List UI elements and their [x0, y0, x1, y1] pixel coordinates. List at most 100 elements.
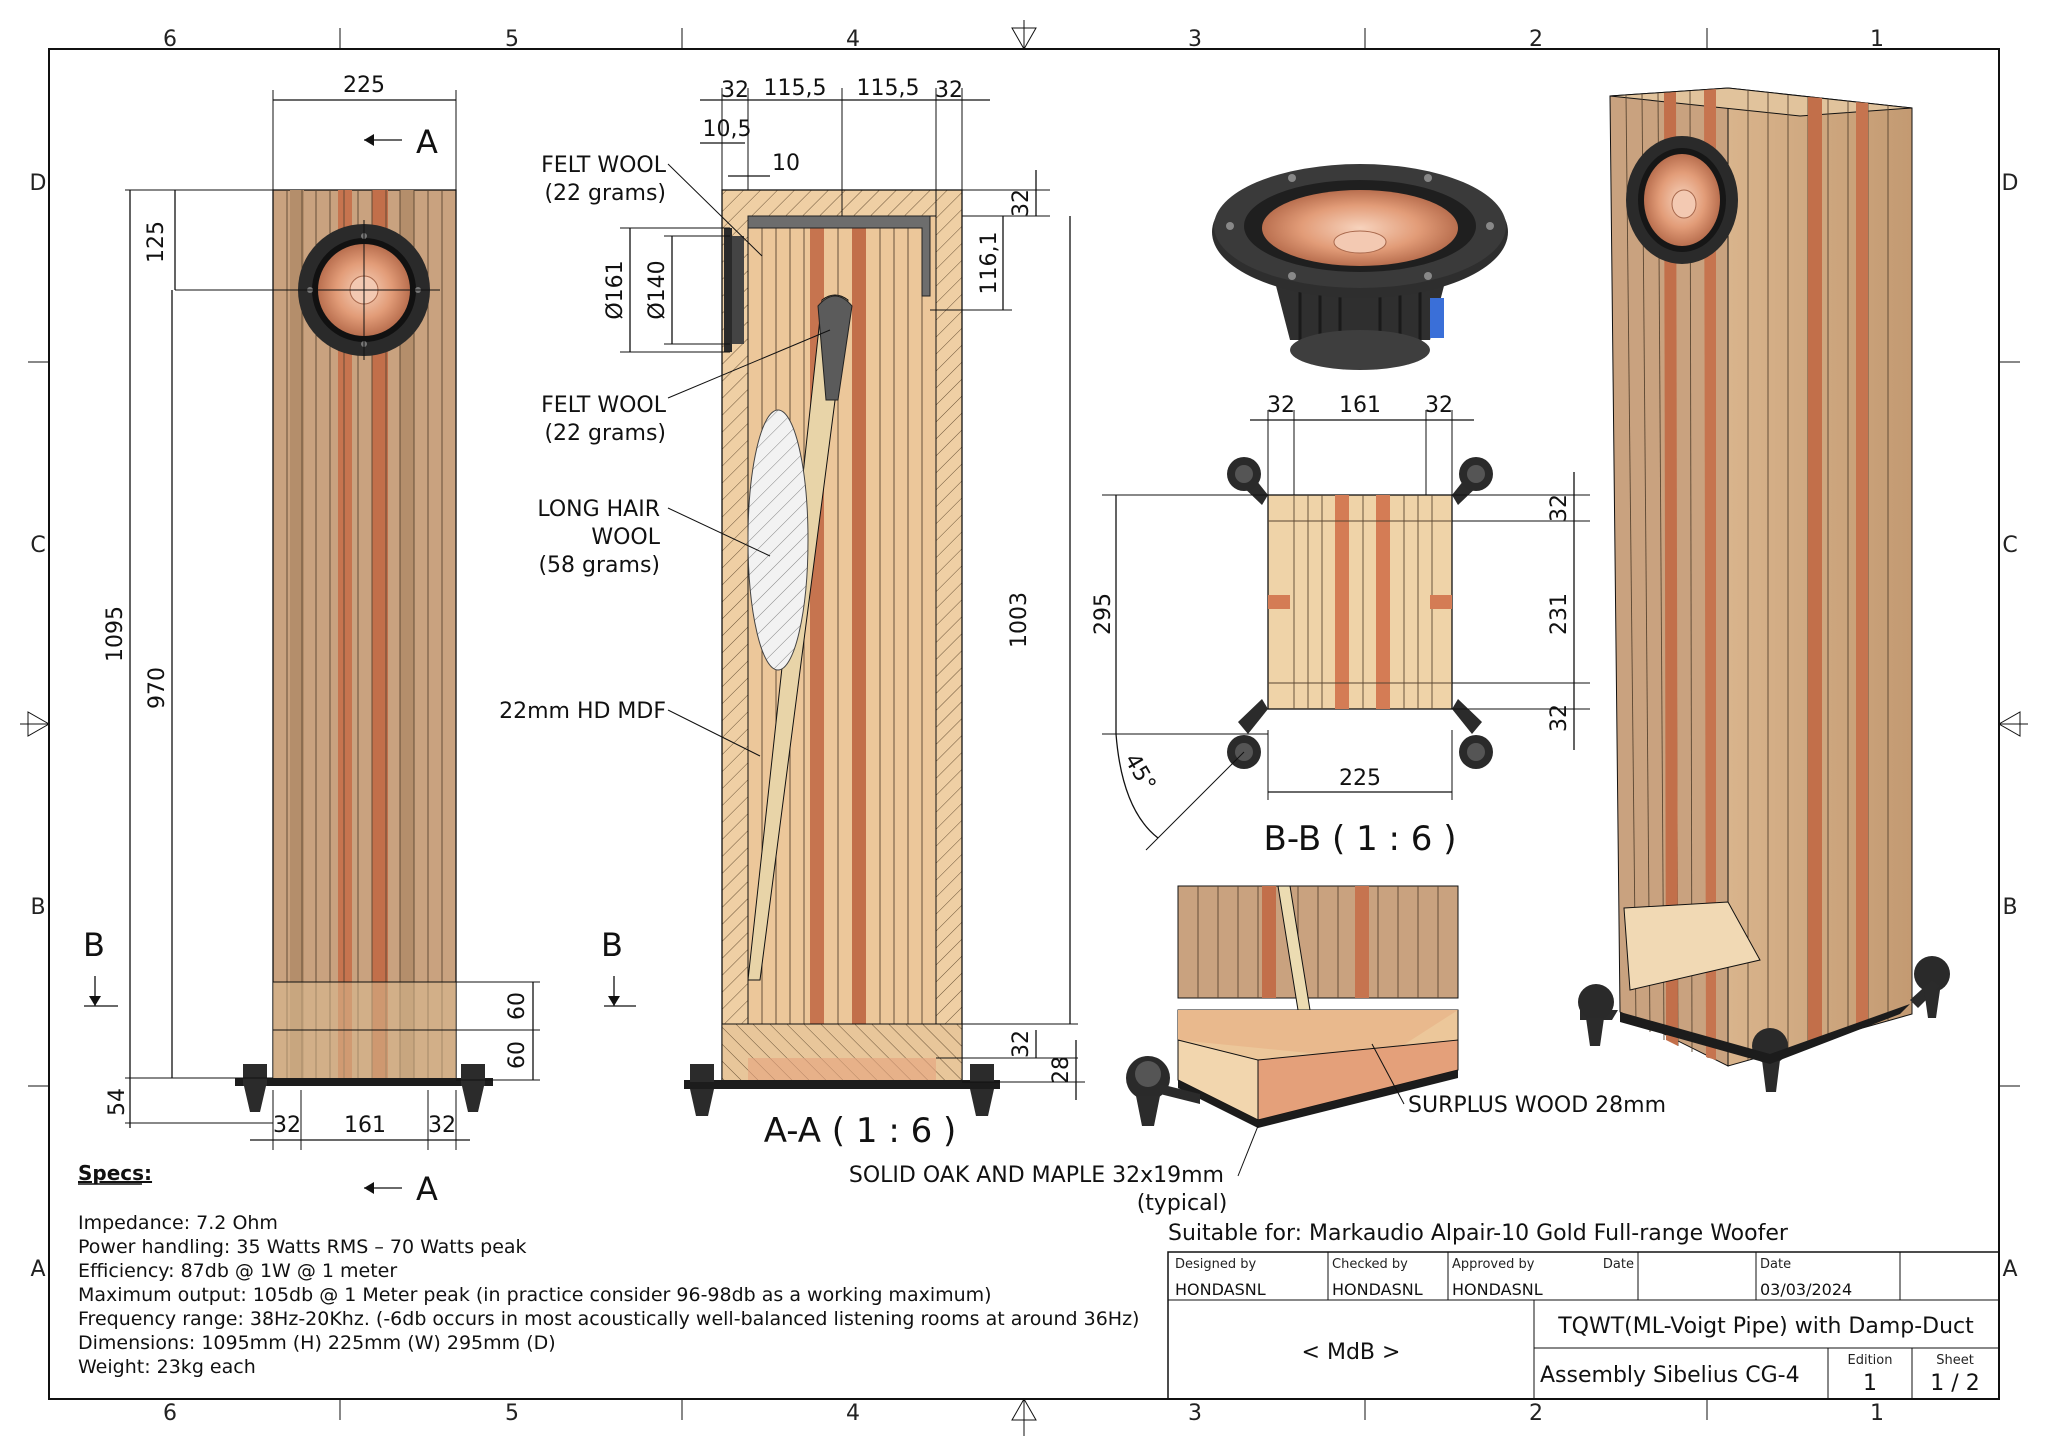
front-dim-width: 225 [343, 73, 385, 98]
zone-bottom-4: 4 [846, 1401, 860, 1426]
tb-title: TQWT(ML-Voigt Pipe) with Damp-Duct [1557, 1314, 1974, 1339]
tb-approved-by-label: Approved by [1452, 1257, 1535, 1272]
bb-dim-161: 161 [1339, 393, 1381, 418]
tb-edition-label: Edition [1848, 1353, 1893, 1368]
front-dim-54: 54 [105, 1088, 130, 1116]
tb-designed-by-label: Designed by [1175, 1257, 1257, 1272]
label-felt-wool-top: FELT WOOL [541, 153, 667, 178]
aa-dim-10-5: 10,5 [703, 117, 752, 142]
zone-right-C: C [2002, 533, 2017, 558]
section-marker-a-bottom: A [416, 1170, 438, 1208]
tb-edition: 1 [1863, 1371, 1877, 1396]
front-dim-32a: 32 [273, 1113, 301, 1138]
front-dim-60a: 60 [505, 992, 530, 1020]
zone-labels: 6 5 4 3 2 1 6 5 4 3 2 1 D C B A D C B A [30, 27, 2019, 1426]
tb-subtitle: Assembly Sibelius CG-4 [1540, 1363, 1800, 1388]
section-marker-b-right: B [601, 926, 623, 964]
aa-dim-140: Ø140 [645, 260, 670, 319]
label-felt-wool-mid-weight: (22 grams) [544, 421, 666, 446]
zone-left-B: B [30, 895, 45, 920]
front-dim-125: 125 [144, 221, 169, 263]
section-aa: 32 115,5 115,5 32 10,5 10 32 116,1 Ø161 … [499, 76, 1085, 1151]
zone-bottom-3: 3 [1188, 1401, 1202, 1426]
spec-line-frequency: Frequency range: 38Hz-20Khz. (-6db occur… [78, 1308, 1139, 1330]
bb-dim-225: 225 [1339, 766, 1381, 791]
aa-dim-1003: 1003 [1007, 592, 1032, 648]
front-dim-161: 161 [344, 1113, 386, 1138]
zone-left-D: D [30, 171, 47, 196]
zone-bottom-5: 5 [505, 1401, 519, 1426]
front-dim-970: 970 [145, 667, 170, 709]
bb-dim-231: 231 [1547, 593, 1572, 635]
suitable-for: Suitable for: Markaudio Alpair-10 Gold F… [1168, 1221, 1789, 1246]
section-marker-b-left: B [83, 926, 105, 964]
aa-dim-161: Ø161 [603, 260, 628, 319]
zone-bottom-6: 6 [163, 1401, 177, 1426]
zone-top-3: 3 [1188, 27, 1202, 52]
bb-dim-32-right: 32 [1425, 393, 1453, 418]
specs-heading: Specs: [78, 1161, 152, 1185]
zone-top-6: 6 [163, 27, 177, 52]
bb-dim-295: 295 [1091, 593, 1116, 635]
spec-line-efficiency: Efficiency: 87db @ 1W @ 1 meter [78, 1260, 397, 1282]
label-long-hair-1: LONG HAIR [537, 497, 660, 522]
driver-illustration [1212, 164, 1508, 370]
title-block: Suitable for: Markaudio Alpair-10 Gold F… [1167, 1221, 2000, 1400]
section-aa-title: A-A ( 1 : 6 ) [764, 1111, 957, 1151]
tb-date-label-1: Date [1603, 1257, 1634, 1272]
spec-line-max-output: Maximum output: 105db @ 1 Meter peak (in… [78, 1284, 992, 1306]
drawing-frame [20, 20, 2028, 1436]
aa-dim-115-b: 115,5 [857, 76, 920, 101]
aa-dim-32-left: 32 [721, 78, 749, 103]
tb-company: < MdB > [1302, 1340, 1401, 1365]
zone-left-C: C [30, 533, 45, 558]
spec-line-weight: Weight: 23kg each [78, 1356, 256, 1378]
label-felt-wool-mid: FELT WOOL [541, 393, 667, 418]
bb-dim-32-left: 32 [1267, 393, 1295, 418]
detail-view: SURPLUS WOOD 28mm SOLID OAK AND MAPLE 32… [849, 885, 1666, 1216]
zone-bottom-1: 1 [1870, 1401, 1884, 1426]
tb-sheet: 1 / 2 [1930, 1371, 1979, 1396]
zone-bottom-2: 2 [1529, 1401, 1543, 1426]
spec-line-dimensions: Dimensions: 1095mm (H) 225mm (W) 295mm (… [78, 1332, 556, 1354]
tb-designed-by: HONDASNL [1175, 1280, 1266, 1299]
zone-top-5: 5 [505, 27, 519, 52]
bb-dim-32-rt: 32 [1547, 494, 1572, 522]
front-feet [243, 1064, 485, 1112]
aa-dim-10: 10 [772, 151, 800, 176]
label-mdf: 22mm HD MDF [499, 699, 666, 724]
front-dim-60b: 60 [505, 1041, 530, 1069]
aa-dim-32-right: 32 [935, 78, 963, 103]
label-felt-wool-top-weight: (22 grams) [544, 181, 666, 206]
specs-block: Specs: Impedance: 7.2 Ohm Power handling… [78, 1161, 1139, 1378]
front-view: 225 125 1095 970 60 60 54 32 161 32 A A … [83, 73, 636, 1208]
front-dim-1095: 1095 [103, 606, 128, 662]
label-solid-typical: (typical) [1137, 1191, 1228, 1216]
zone-left-A: A [30, 1257, 45, 1282]
bb-dim-45: 45° [1119, 750, 1160, 796]
label-long-hair-weight: (58 grams) [538, 553, 660, 578]
aa-dim-28: 28 [1049, 1056, 1074, 1084]
section-bb-title: B-B ( 1 : 6 ) [1264, 819, 1457, 859]
tb-approved-by: HONDASNL [1452, 1280, 1543, 1299]
zone-top-4: 4 [846, 27, 860, 52]
section-bb: 32 161 32 295 32 231 32 225 45° B-B ( 1 … [1091, 393, 1590, 859]
aa-dim-bottom-32: 32 [1009, 1030, 1034, 1058]
zone-top-1: 1 [1870, 27, 1884, 52]
label-solid-oak-maple: SOLID OAK AND MAPLE 32x19mm [849, 1163, 1224, 1188]
aa-dim-top-32: 32 [1009, 189, 1034, 217]
zone-right-D: D [2002, 171, 2019, 196]
tb-checked-by-label: Checked by [1332, 1257, 1408, 1272]
zone-right-B: B [2002, 895, 2017, 920]
label-long-hair-2: WOOL [591, 525, 660, 550]
spec-line-impedance: Impedance: 7.2 Ohm [78, 1212, 278, 1234]
zone-top-2: 2 [1529, 27, 1543, 52]
aa-dim-115-a: 115,5 [764, 76, 827, 101]
iso-tower [1578, 87, 1950, 1092]
bb-dim-32-rb: 32 [1547, 704, 1572, 732]
tb-date: 03/03/2024 [1760, 1280, 1852, 1299]
front-dim-32b: 32 [428, 1113, 456, 1138]
spec-line-power: Power handling: 35 Watts RMS – 70 Watts … [78, 1236, 527, 1258]
section-marker-a-top: A [416, 123, 438, 161]
